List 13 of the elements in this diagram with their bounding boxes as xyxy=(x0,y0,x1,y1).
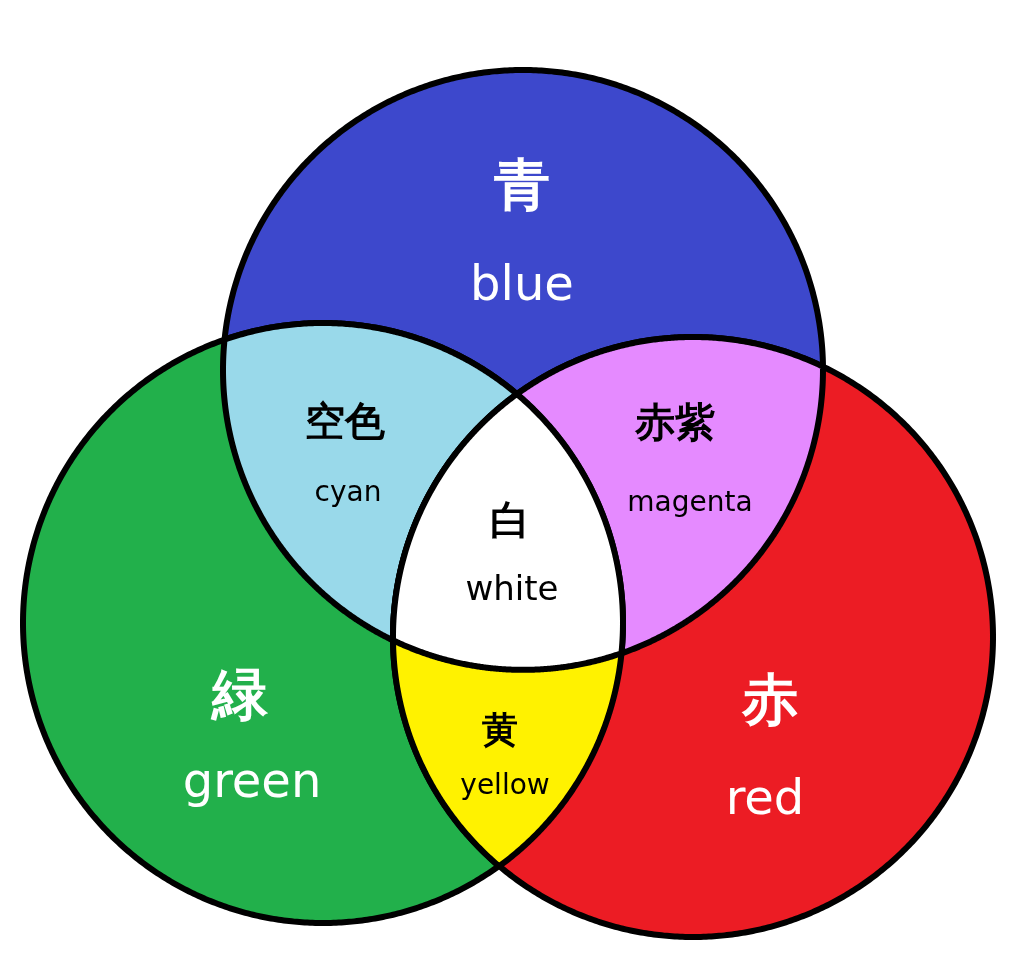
kanji-label: 青 xyxy=(494,157,550,213)
color-name: yellow xyxy=(460,771,550,799)
color-name: cyan xyxy=(314,478,382,506)
kanji-label: 赤紫 xyxy=(635,402,715,442)
kanji-label: 赤 xyxy=(742,672,798,728)
color-name: blue xyxy=(470,259,574,307)
color-name: white xyxy=(465,571,559,605)
kanji-label: 緑 xyxy=(212,667,268,723)
kanji-label: 白 xyxy=(490,500,530,540)
kanji-label: 黄 xyxy=(482,712,518,748)
kanji-label: 空色 xyxy=(305,401,385,441)
color-name: red xyxy=(725,773,805,821)
color-name: magenta xyxy=(627,488,753,516)
